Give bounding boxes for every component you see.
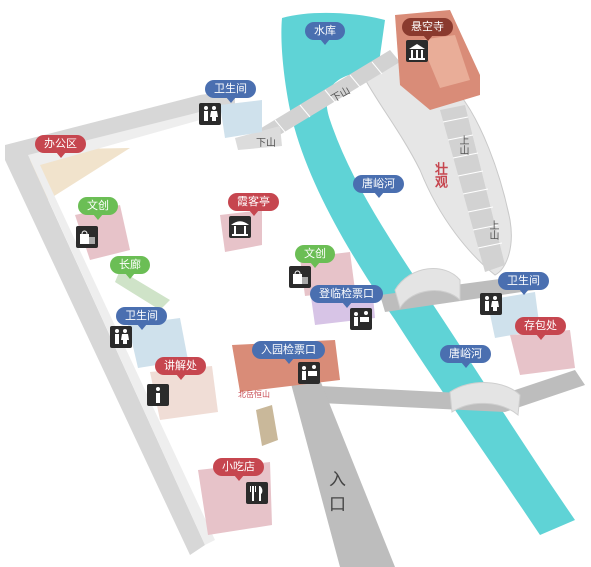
downhill-walkway <box>258 50 400 142</box>
temple-icon[interactable] <box>406 40 428 62</box>
ticket-check-climb-icon[interactable] <box>350 308 372 330</box>
temple-roof <box>420 35 470 88</box>
tag-reservoir[interactable]: 水库 <box>305 22 345 45</box>
downhill-stair-lines <box>274 61 383 133</box>
entrance-label: 入口 <box>325 470 345 520</box>
tag-river-low[interactable]: 唐峪河 <box>440 345 491 368</box>
cliff-inscription: 壮观 <box>432 162 447 188</box>
tag-temple[interactable]: 悬空寺 <box>402 18 453 41</box>
tag-river-mid[interactable]: 唐峪河 <box>353 175 404 198</box>
ticket-check-park-icon[interactable] <box>298 362 320 384</box>
pavilion-icon[interactable] <box>229 216 251 238</box>
outer-wall-top <box>28 112 215 545</box>
tag-park-ticket[interactable]: 入园检票口 <box>252 341 325 364</box>
tag-creative-left[interactable]: 文创 <box>78 197 118 220</box>
uphill-label-2: 上山 <box>487 220 498 240</box>
road-entrance <box>290 380 395 567</box>
tag-office[interactable]: 办公区 <box>35 135 86 158</box>
toilet-top-building <box>220 100 262 138</box>
toilet-left-building <box>128 318 188 368</box>
uphill-label-1: 上山 <box>457 135 468 155</box>
river <box>281 12 575 535</box>
tag-snack[interactable]: 小吃店 <box>213 458 264 481</box>
toilet-left-icon[interactable] <box>110 326 132 348</box>
toilet-right-icon[interactable] <box>480 293 502 315</box>
hengshan-stele <box>256 405 278 446</box>
bridge-north <box>394 268 461 310</box>
corridor-building <box>115 270 170 310</box>
fork-knife-icon[interactable] <box>246 482 268 504</box>
tag-climb-ticket[interactable]: 登临检票口 <box>310 285 383 308</box>
tag-toilet-top[interactable]: 卫生间 <box>205 80 256 103</box>
tag-corridor[interactable]: 长廊 <box>110 256 150 279</box>
toilet-top-icon[interactable] <box>199 103 221 125</box>
shopping-bag-left-icon[interactable] <box>76 226 98 248</box>
hengshan-label: 北岳恒山 <box>238 390 270 399</box>
snack-building <box>198 462 272 535</box>
guide-building <box>150 366 218 420</box>
tag-creative-mid[interactable]: 文创 <box>295 245 335 268</box>
downhill-path <box>235 126 282 150</box>
uphill-stair-lines <box>442 116 503 249</box>
shopping-bag-mid-icon[interactable] <box>289 266 311 288</box>
tag-luggage[interactable]: 存包处 <box>515 317 566 340</box>
tag-toilet-left[interactable]: 卫生间 <box>116 307 167 330</box>
tag-toilet-right[interactable]: 卫生间 <box>498 272 549 295</box>
uphill-stairs <box>440 105 505 272</box>
info-icon[interactable] <box>147 384 169 406</box>
bridge-south <box>449 382 521 416</box>
downhill-label-1: 下山 <box>256 138 276 149</box>
tag-xiake-pavilion[interactable]: 霞客亭 <box>228 193 279 216</box>
luggage-building <box>510 330 575 375</box>
tag-guide[interactable]: 讲解处 <box>155 357 206 380</box>
